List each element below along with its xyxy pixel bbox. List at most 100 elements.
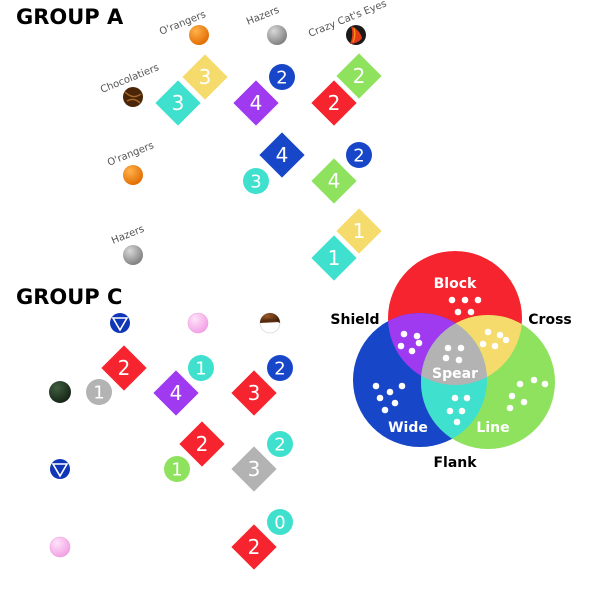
row-header: Hazers bbox=[110, 224, 146, 247]
venn-dot-wide bbox=[381, 406, 389, 414]
venn-dot-block bbox=[467, 308, 475, 316]
value-circle: 2 bbox=[346, 142, 372, 168]
value-circle: 3 bbox=[243, 168, 269, 194]
brown-white-ball-icon bbox=[259, 312, 281, 334]
venn-label-wide: Wide bbox=[388, 420, 428, 436]
value-text: 3 bbox=[250, 172, 261, 193]
venn-label-cross: Cross bbox=[528, 312, 571, 328]
row-header: O'rangers bbox=[106, 140, 156, 169]
venn-dot-cross bbox=[491, 342, 499, 350]
value-circle: 1 bbox=[164, 456, 190, 482]
venn-dot-line bbox=[516, 380, 524, 388]
value-text: 0 bbox=[274, 513, 285, 534]
value-diamond: 3 bbox=[182, 54, 228, 100]
venn-dot-cross bbox=[484, 328, 492, 336]
venn-dot-cross bbox=[479, 340, 487, 348]
pink-ball-icon bbox=[49, 536, 71, 558]
value-circle: 1 bbox=[86, 379, 112, 405]
venn-dot-cross bbox=[496, 331, 504, 339]
venn-dot-shield bbox=[413, 332, 421, 340]
blue-triangle-ball-icon bbox=[110, 313, 130, 333]
value-text: 2 bbox=[353, 146, 364, 167]
orange-ball-icon bbox=[189, 25, 209, 45]
venn-dot-shield bbox=[400, 330, 408, 338]
value-text: 3 bbox=[199, 65, 212, 89]
venn-dot-block bbox=[448, 296, 456, 304]
gray-ball-icon bbox=[123, 245, 143, 265]
value-circle: 2 bbox=[267, 355, 293, 381]
pink-ball-icon bbox=[187, 312, 209, 334]
venn-dot-flank bbox=[446, 407, 454, 415]
venn-label-block: Block bbox=[434, 276, 477, 292]
value-circle: 0 bbox=[267, 509, 293, 535]
venn-dot-shield bbox=[408, 347, 416, 355]
value-diamond: 3 bbox=[231, 370, 277, 416]
value-text: 1 bbox=[195, 359, 206, 380]
value-text: 2 bbox=[274, 435, 285, 456]
venn-dot-wide bbox=[386, 388, 394, 396]
orange-ball-icon bbox=[123, 165, 143, 185]
venn-dot-line bbox=[520, 398, 528, 406]
value-text: 2 bbox=[118, 356, 131, 380]
value-diamond: 4 bbox=[311, 158, 357, 204]
venn-spear-region bbox=[421, 315, 487, 385]
value-diamond: 1 bbox=[336, 208, 382, 254]
value-diamond: 3 bbox=[155, 80, 201, 126]
value-diamond: 2 bbox=[179, 421, 225, 467]
venn-legend: Block Shield Cross Spear Wide Line Flank bbox=[330, 251, 572, 471]
venn-dot-flank bbox=[463, 394, 471, 402]
venn-dot-line bbox=[508, 392, 516, 400]
venn-dots bbox=[372, 296, 549, 426]
value-text: 1 bbox=[328, 246, 341, 270]
venn-dot-line bbox=[506, 404, 514, 412]
value-text: 2 bbox=[274, 359, 285, 380]
value-diamond: 4 bbox=[259, 132, 305, 178]
value-text: 4 bbox=[328, 169, 341, 193]
venn-dot-spear bbox=[455, 356, 463, 364]
venn-dot-line bbox=[541, 380, 549, 388]
value-diamond: 3 bbox=[231, 446, 277, 492]
value-text: 4 bbox=[276, 143, 289, 167]
venn-label-line: Line bbox=[476, 420, 509, 436]
chocolate-ball-icon bbox=[123, 87, 143, 107]
value-text: 2 bbox=[353, 64, 366, 88]
value-text: 1 bbox=[353, 219, 366, 243]
value-text: 1 bbox=[171, 460, 182, 481]
venn-label-spear: Spear bbox=[432, 366, 478, 382]
group-c-title: GROUP C bbox=[16, 285, 122, 309]
value-text: 2 bbox=[248, 535, 261, 559]
venn-dot-spear bbox=[444, 344, 452, 352]
venn-dot-wide bbox=[391, 399, 399, 407]
value-text: 2 bbox=[276, 68, 287, 89]
venn-dot-shield bbox=[397, 342, 405, 350]
value-diamond: 4 bbox=[153, 370, 199, 416]
venn-dot-line bbox=[530, 376, 538, 384]
venn-dot-block bbox=[474, 296, 482, 304]
value-circle: 2 bbox=[269, 64, 295, 90]
value-text: 3 bbox=[172, 91, 185, 115]
venn-dot-cross bbox=[502, 336, 510, 344]
venn-dot-flank bbox=[453, 418, 461, 426]
blue-triangle-ball-icon bbox=[50, 459, 70, 479]
venn-dot-wide bbox=[398, 382, 406, 390]
column-header: Hazers bbox=[245, 5, 281, 28]
venn-dot-flank bbox=[458, 407, 466, 415]
value-text: 1 bbox=[93, 383, 104, 404]
venn-label-shield: Shield bbox=[330, 312, 379, 328]
gray-ball-icon bbox=[267, 25, 287, 45]
value-text: 3 bbox=[248, 457, 261, 481]
value-text: 2 bbox=[328, 91, 341, 115]
venn-dot-wide bbox=[376, 394, 384, 402]
value-text: 4 bbox=[170, 381, 183, 405]
value-text: 2 bbox=[196, 432, 209, 456]
venn-dot-wide bbox=[372, 382, 380, 390]
value-text: 4 bbox=[250, 91, 263, 115]
group-a-title: GROUP A bbox=[16, 5, 124, 29]
venn-dot-spear bbox=[457, 344, 465, 352]
value-circle: 1 bbox=[188, 355, 214, 381]
venn-dot-block bbox=[461, 296, 469, 304]
value-circle: 2 bbox=[267, 431, 293, 457]
